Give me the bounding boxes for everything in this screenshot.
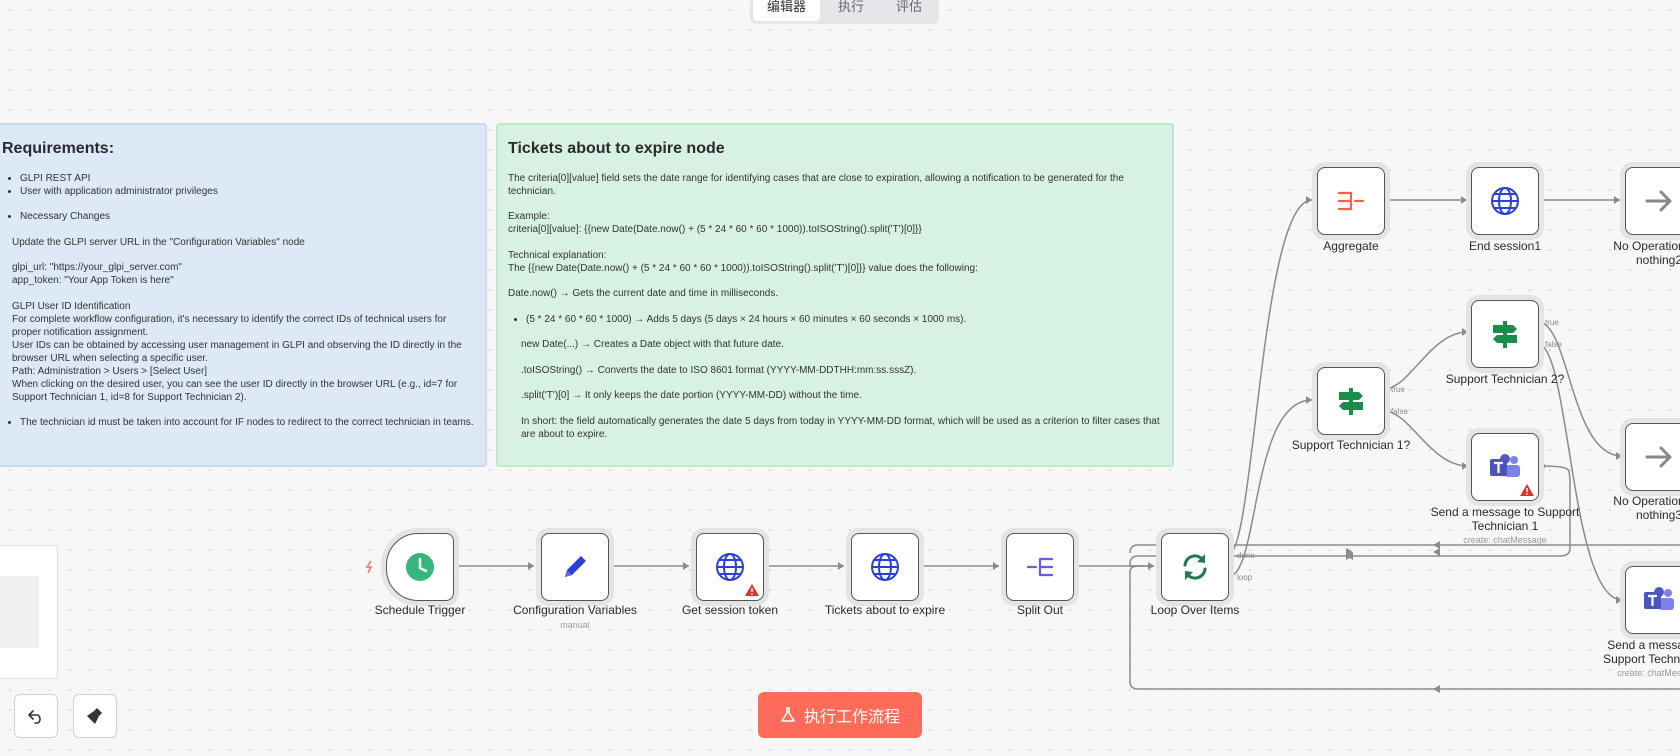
edge-loop-aggregate bbox=[1227, 199, 1313, 556]
tidy-up-button[interactable] bbox=[73, 694, 117, 738]
node-label: Get session token bbox=[681, 603, 779, 617]
node-tickets-about-to-expire[interactable] bbox=[851, 533, 919, 601]
node-label: Aggregate bbox=[1323, 239, 1379, 253]
sticky-paragraph: Example: criteria[0][value]: {{new Date(… bbox=[508, 211, 922, 236]
minimap-panel bbox=[0, 545, 58, 679]
node-schedule-trigger[interactable] bbox=[386, 533, 454, 601]
sticky-paragraph: glpi_url: "https://your_glpi_server.com"… bbox=[12, 262, 182, 287]
undo-icon bbox=[28, 710, 41, 724]
port-label-false: false bbox=[1391, 407, 1408, 416]
node-no-operation-2[interactable] bbox=[1625, 167, 1680, 235]
sticky-paragraph: Date.now() → Gets the current date and t… bbox=[508, 288, 779, 300]
list-item: GLPI REST API bbox=[20, 172, 475, 185]
list-item: (5 * 24 * 60 * 60 * 1000) → Adds 5 days … bbox=[526, 313, 1162, 326]
node-label: Send a message to Support Technician 2 bbox=[1603, 638, 1680, 666]
sticky-paragraph: .split('T')[0] → It only keeps the date … bbox=[521, 390, 862, 402]
execute-workflow-button[interactable]: 执行工作流程 bbox=[758, 692, 922, 738]
changes-list: Necessary Changes bbox=[2, 210, 475, 223]
globe-icon bbox=[1491, 187, 1519, 215]
node-label: Loop Over Items bbox=[1150, 603, 1240, 617]
list-item: The technician id must be taken into acc… bbox=[20, 416, 475, 429]
port-label-true: true bbox=[1545, 318, 1559, 327]
node-label: Support Technician 1? bbox=[1291, 438, 1411, 452]
sticky-note-tickets[interactable]: Tickets about to expire node The criteri… bbox=[496, 123, 1174, 467]
sticky-title: Tickets about to expire node bbox=[508, 140, 725, 157]
sticky-paragraph: The criteria[0][value] field sets the da… bbox=[508, 172, 1127, 197]
tab-executions[interactable]: 执行 bbox=[838, 0, 865, 14]
teams-icon bbox=[1644, 587, 1674, 610]
sticky-title: Requirements: bbox=[2, 140, 115, 157]
loop-icon bbox=[1183, 554, 1207, 580]
sticky-paragraph: new Date(...) → Creates a Date object wi… bbox=[521, 339, 784, 351]
node-subtitle: create: chatMessage bbox=[1463, 535, 1547, 545]
flask-icon bbox=[781, 707, 795, 722]
node-split-out[interactable] bbox=[1006, 533, 1074, 601]
undo-button[interactable] bbox=[14, 694, 58, 738]
node-subtitle: manual bbox=[560, 620, 590, 630]
node-no-operation-3[interactable] bbox=[1625, 423, 1680, 491]
warning-icon bbox=[1520, 484, 1534, 496]
sticky-paragraph: GLPI User ID Identification For complete… bbox=[12, 300, 462, 403]
port-label-loop: loop bbox=[1237, 573, 1253, 582]
node-send-message-technician-2[interactable] bbox=[1625, 566, 1680, 634]
port-label-true: true bbox=[1391, 385, 1405, 394]
list-item: Necessary Changes bbox=[20, 210, 475, 223]
broom-icon bbox=[87, 708, 102, 724]
node-subtitle: create: chatMessage bbox=[1617, 668, 1680, 678]
technician-list: The technician id must be taken into acc… bbox=[2, 416, 475, 429]
globe-icon bbox=[871, 553, 899, 581]
requirements-list: GLPI REST API User with application admi… bbox=[2, 172, 475, 198]
node-support-technician-2[interactable] bbox=[1471, 300, 1539, 368]
split-icon bbox=[1026, 557, 1054, 577]
tab-evaluations[interactable]: 评估 bbox=[896, 0, 923, 14]
tab-editor[interactable]: 编辑器 bbox=[753, 0, 821, 21]
aggregate-icon bbox=[1337, 191, 1365, 211]
node-label: End session1 bbox=[1468, 239, 1542, 253]
node-support-technician-1[interactable] bbox=[1317, 367, 1385, 435]
globe-icon bbox=[716, 553, 744, 581]
port-label-done: done bbox=[1237, 551, 1255, 560]
node-label: Schedule Trigger bbox=[374, 603, 466, 617]
minimap-viewport bbox=[0, 576, 39, 648]
node-label: Support Technician 2? bbox=[1445, 372, 1565, 386]
list-item: User with application administrator priv… bbox=[20, 185, 475, 198]
signpost-icon bbox=[1339, 388, 1363, 415]
node-label: Configuration Variables bbox=[513, 603, 637, 617]
teams-icon bbox=[1490, 454, 1520, 477]
node-end-session1[interactable] bbox=[1471, 167, 1539, 235]
node-label: Tickets about to expire bbox=[824, 603, 946, 617]
node-send-message-technician-1[interactable] bbox=[1471, 433, 1539, 501]
node-aggregate[interactable] bbox=[1317, 167, 1385, 235]
node-configuration-variables[interactable] bbox=[541, 533, 609, 601]
sticky-note-requirements[interactable]: Requirements: GLPI REST API User with ap… bbox=[0, 123, 487, 467]
node-label: Send a message to Support Technician 1 bbox=[1430, 505, 1580, 533]
signpost-icon bbox=[1493, 321, 1517, 348]
node-loop-over-items[interactable] bbox=[1161, 533, 1229, 601]
sticky-paragraph: Update the GLPI server URL in the "Confi… bbox=[12, 236, 305, 248]
port-label-false: false bbox=[1545, 340, 1562, 349]
sticky-paragraph: .toISOString() → Converts the date to IS… bbox=[521, 364, 917, 376]
arrow-right-icon bbox=[1645, 190, 1672, 212]
clock-icon bbox=[406, 553, 434, 581]
execute-workflow-label: 执行工作流程 bbox=[803, 709, 900, 726]
sticky-paragraph: In short: the field automatically genera… bbox=[521, 415, 1163, 440]
warning-icon bbox=[745, 584, 759, 596]
arrow-right-icon bbox=[1645, 446, 1672, 468]
view-tabs: 编辑器 执行 评估 bbox=[750, 0, 940, 24]
node-label: Split Out bbox=[1016, 603, 1064, 617]
explanation-list: (5 * 24 * 60 * 60 * 1000) → Adds 5 days … bbox=[508, 313, 1162, 326]
trigger-bolt-icon bbox=[365, 560, 373, 574]
node-get-session-token[interactable] bbox=[696, 533, 764, 601]
sticky-paragraph: Technical explanation: The {{new Date(Da… bbox=[508, 249, 978, 274]
pencil-icon bbox=[565, 556, 586, 577]
